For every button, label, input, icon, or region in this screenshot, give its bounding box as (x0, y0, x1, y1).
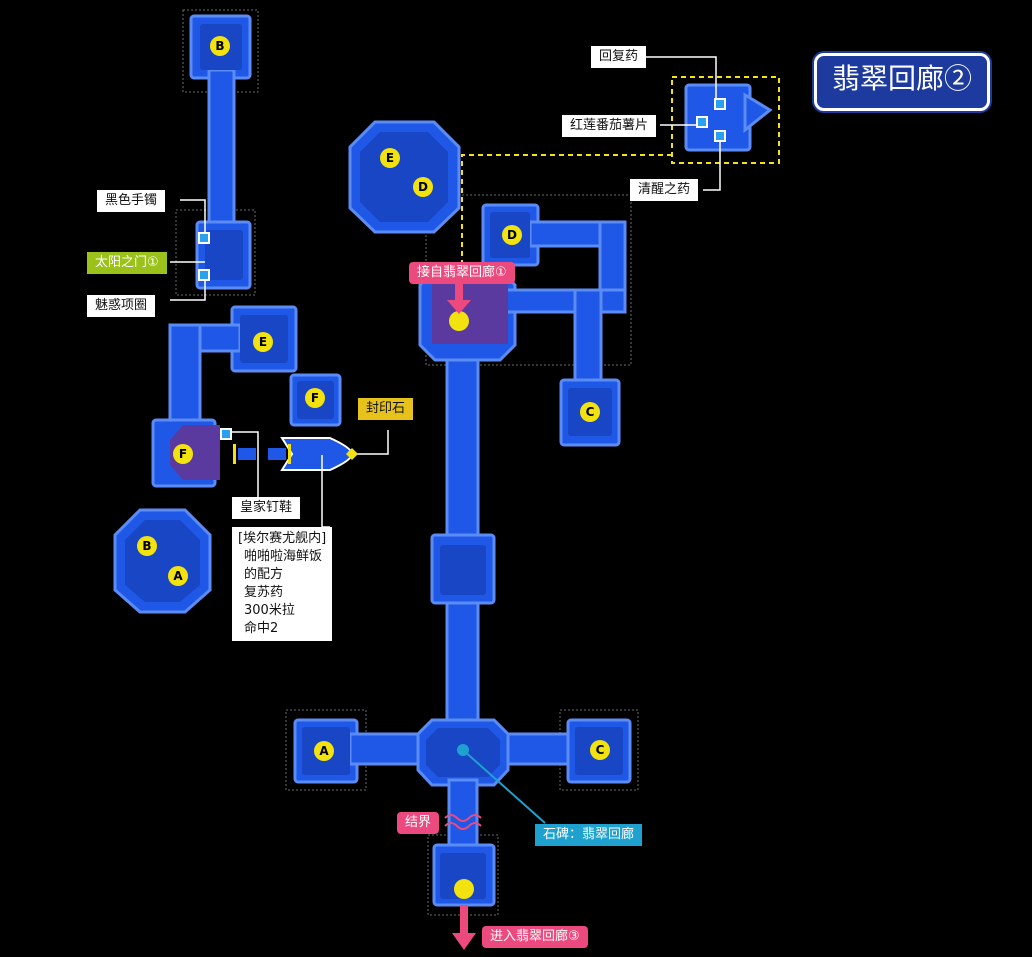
label-royal-shoes: 皇家钉鞋 (232, 497, 301, 519)
label-seal-stone: 封印石 (358, 398, 414, 420)
svg-text:D: D (418, 180, 428, 194)
elsir-ship (233, 437, 354, 471)
room-letter-c-cross: C (590, 740, 610, 760)
label-to-corridor: 进入翡翠回廊③ (482, 926, 588, 948)
svg-text:B: B (142, 539, 151, 553)
room-letter-e-top: E (380, 148, 400, 168)
entry-marker (449, 311, 469, 331)
room-letter-b-left: B (137, 536, 157, 556)
room-letter-f-left: F (173, 444, 193, 464)
label-recover-drug: 回复药 (591, 46, 647, 68)
room-letter-f-small: F (305, 388, 325, 408)
svg-text:D: D (507, 228, 517, 242)
room-letter-a-left: A (168, 566, 188, 586)
seal-stone-marker (346, 448, 358, 460)
svg-text:A: A (319, 744, 329, 758)
exit-marker (454, 879, 474, 899)
purple-zones (170, 284, 508, 480)
elsir-item-list: [埃尔赛尤舰内] 啪啪啦海鲜饭 的配方 复苏药 300米拉 命中2 (232, 527, 332, 641)
elsir-item: 的配方 (244, 567, 284, 582)
chests (198, 98, 726, 440)
label-awake-drug: 清醒之药 (630, 179, 699, 201)
label-stele: 石碑：翡翠回廊 (535, 824, 643, 846)
elsir-item: 300米拉 (244, 603, 295, 618)
label-black-bracelet: 黑色手镯 (97, 190, 166, 212)
label-barrier: 结界 (397, 812, 440, 834)
label-from-corridor: 接自翡翠回廊① (409, 262, 515, 284)
room-letter-e-mid: E (253, 332, 273, 352)
svg-text:C: C (596, 743, 605, 757)
room-letters: B E D E F F B A D C A C (137, 36, 610, 761)
pink-arrows (447, 282, 476, 950)
room-letter-c-right: C (580, 402, 600, 422)
elsir-header: [埃尔赛尤舰内] (238, 531, 327, 546)
svg-text:F: F (179, 447, 187, 461)
elsir-item: 命中2 (244, 621, 279, 636)
area-title: 翡翠回廊② (814, 53, 990, 111)
room-letter-d-top: D (413, 177, 433, 197)
elsir-item: 复苏药 (244, 585, 284, 600)
svg-text:E: E (259, 335, 267, 349)
label-charm-necklace: 魅惑项圈 (87, 295, 156, 317)
room-letter-a-cross: A (314, 741, 334, 761)
svg-text:E: E (386, 151, 394, 165)
highlight-dashes (461, 76, 780, 270)
barrier-wave (444, 814, 482, 830)
label-sun-gate: 太阳之门① (87, 252, 167, 274)
stele-marker (457, 744, 469, 756)
svg-text:C: C (586, 405, 595, 419)
elsir-item: 啪啪啦海鲜饭 (244, 549, 323, 564)
room-letter-d-right: D (502, 225, 522, 245)
svg-text:A: A (173, 569, 183, 583)
stele-connector (462, 749, 546, 824)
label-red-lotus-chips: 红莲番茄薯片 (562, 115, 657, 137)
room-letter-b-top: B (210, 36, 230, 56)
svg-text:F: F (311, 391, 319, 405)
svg-text:B: B (215, 39, 224, 53)
